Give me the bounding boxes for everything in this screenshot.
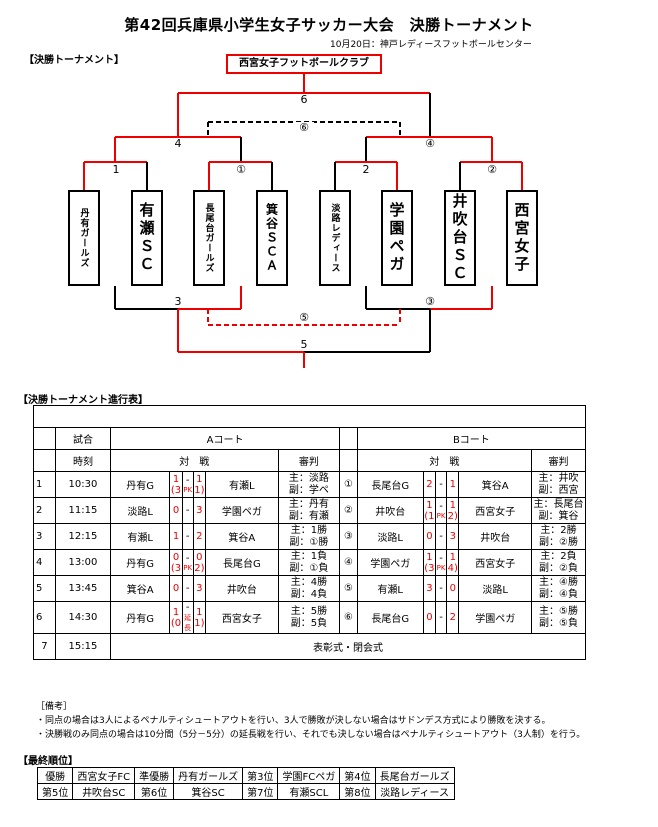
match-number: ③ (420, 296, 440, 308)
match-number: ④ (420, 138, 440, 150)
match-number: 5 (294, 339, 314, 351)
match-number: ⑥ (294, 122, 314, 134)
ceremony: 表彰式・閉会式 (109, 633, 587, 660)
team-box: 西宮女子 (506, 190, 538, 286)
match-number: ① (231, 164, 251, 176)
team-box: 有瀬ＳＣ (131, 190, 163, 286)
header-b-court: Bコート (356, 427, 587, 450)
team-box: 丹有ガールズ (68, 190, 100, 286)
match-number: 1 (106, 164, 126, 176)
team-box: 長尾台ガールズ (193, 190, 225, 286)
bracket-lines (83, 74, 523, 368)
header-referee: 審判 (277, 449, 341, 472)
page-title: 第42回兵庫県小学生女子サッカー大会 決勝トーナメント (124, 16, 534, 34)
header-matchup: 対 戦 (109, 449, 279, 472)
date-venue: 10月20日：神戸レディースフットボールセンター (330, 40, 532, 50)
match-number: 2 (356, 164, 376, 176)
match-number: 4 (168, 138, 188, 150)
match-number: ⑤ (294, 312, 314, 324)
team-box: 学園ペガ (381, 190, 413, 286)
ranking-section-label: 【最終順位】 (18, 756, 78, 767)
header-a-court: Aコート (109, 427, 341, 450)
team-box: 箕谷ＳＣＡ (256, 190, 288, 286)
match-number: 3 (168, 296, 188, 308)
ranking-table: 優勝西宮女子FC 準優勝丹有ガールズ 第3位学園FCペガ 第4位長尾台ガールズ … (36, 767, 455, 800)
header-matchup: 対 戦 (356, 449, 533, 472)
header-time: 時刻 (54, 449, 111, 472)
match-number: ② (482, 164, 502, 176)
header-referee: 審判 (531, 449, 586, 472)
match-number: 6 (294, 94, 314, 106)
team-box: 井吹台ＳＣ (444, 190, 476, 286)
team-box: 淡路レディース (319, 190, 351, 286)
notes: ［備考］ ・同点の場合は3人によるペナルティシュートアウトを行い、3人で勝敗が決… (36, 702, 586, 740)
champion-box: 西宮女子フットボールクラブ (226, 54, 382, 74)
header-match: 試合 (54, 427, 111, 450)
bracket-section-label: 【決勝トーナメント】 (24, 55, 124, 66)
schedule-section-label: 【決勝トーナメント進行表】 (18, 395, 148, 406)
